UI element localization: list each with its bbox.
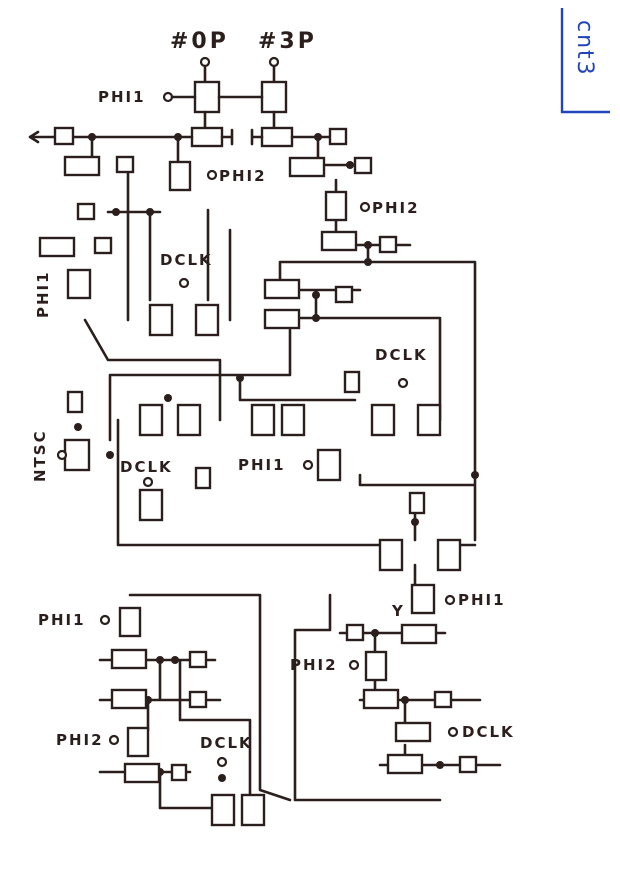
header-label-0p: #0P [170, 29, 229, 54]
label-dclk-b: DCLK [375, 346, 428, 364]
junctions [74, 133, 479, 782]
label-dclk-a: DCLK [160, 251, 213, 269]
sheet-tag: cnt3 [560, 8, 610, 114]
label-phi2-a: PHI2 [219, 167, 267, 185]
label-phi2-b: PHI2 [372, 199, 420, 217]
label-phi1-right: PHI1 [458, 591, 506, 609]
pins [56, 169, 459, 768]
switches [38, 155, 462, 827]
sheet-tag-text: cnt3 [572, 20, 597, 77]
label-phi2-c: PHI2 [290, 656, 338, 674]
label-phi1-mid: PHI1 [238, 456, 286, 474]
label-y: Y [391, 602, 405, 620]
header-label-3p: #3P [258, 29, 317, 54]
label-phi1-top: PHI1 [98, 88, 146, 106]
label-phi1-bottom: PHI1 [38, 611, 86, 629]
label-phi2-bottom: PHI2 [56, 731, 104, 749]
top-switch-group [162, 56, 294, 148]
label-ntsc: NTSC [31, 429, 49, 482]
label-dclk-d: DCLK [462, 723, 515, 741]
label-phi1-left: PHI1 [34, 270, 52, 318]
buffers [53, 126, 478, 782]
label-dclk-bottom: DCLK [200, 734, 253, 752]
label-dclk-c: DCLK [120, 458, 173, 476]
